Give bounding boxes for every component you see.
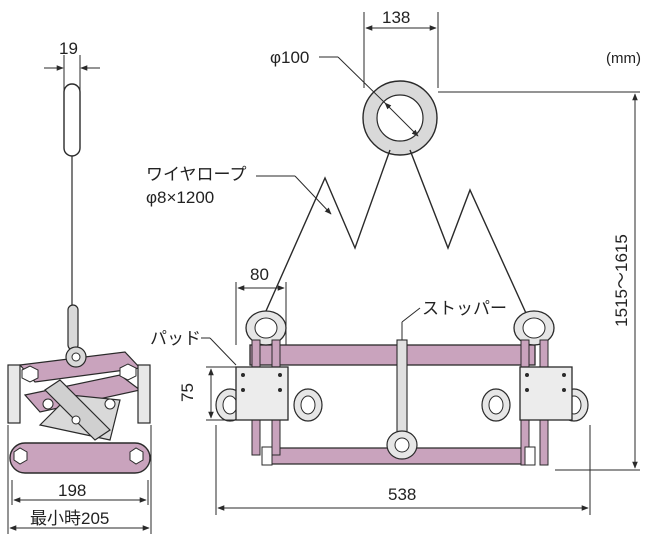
side-view [7,55,152,534]
pad-height-label: 75 [177,383,197,402]
wire-rope-name-label: ワイヤロープ [146,165,247,184]
handle-grip [63,83,81,157]
height-range-label: 1515～1615 [611,234,631,327]
stopper-label: ストッパー [422,299,507,318]
wire-rope-right [409,149,531,323]
wire-rope-left [261,149,391,321]
wire-rope-spec-label: φ8×1200 [146,188,215,207]
upper-bar [249,344,536,366]
pad-label: パッド [150,329,201,348]
bottom-bar [9,442,151,474]
ring-diameter-label: φ100 [270,48,310,67]
stopper [396,339,408,446]
shackle-spacing-label: 80 [250,265,269,284]
ring-width-label: 138 [382,8,411,27]
overall-width-label: 538 [388,485,417,504]
width-min-label: 最小時205 [30,509,110,528]
handle-width-label: 19 [59,39,78,58]
units-label: (mm) [606,50,641,67]
width-inner-label: 198 [58,481,87,500]
front-view [201,12,640,515]
